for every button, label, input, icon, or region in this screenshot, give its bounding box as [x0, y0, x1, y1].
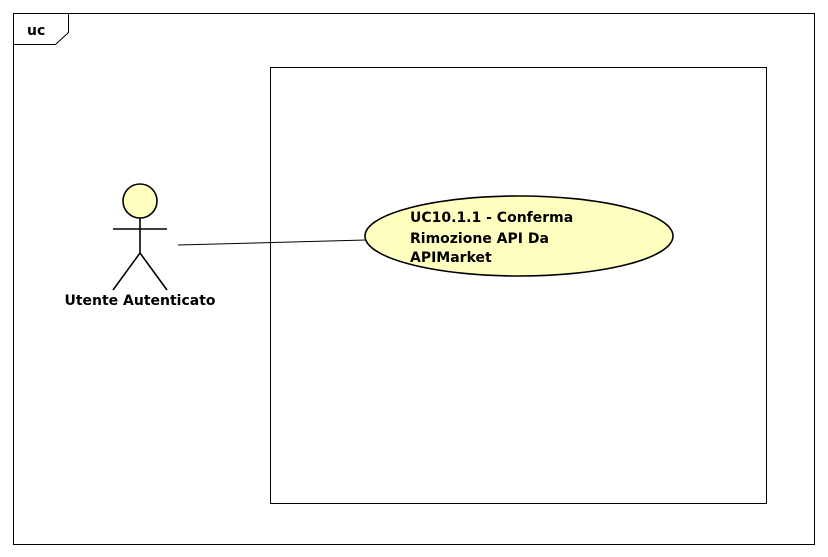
frame-tab — [13, 13, 69, 45]
actor-head — [122, 183, 158, 219]
actor-figure — [112, 183, 168, 291]
actor-label: Utente Autenticato — [64, 293, 215, 309]
use-case-label-line-3: APIMarket — [410, 250, 492, 266]
system-boundary — [270, 67, 767, 504]
use-case-label-line-2: Rimozione API Da — [410, 231, 549, 247]
association-line — [177, 239, 367, 246]
actor-leg-left — [112, 252, 141, 291]
use-case-label-line-1: UC10.1.1 - Conferma — [410, 210, 573, 226]
actor-leg-right — [139, 252, 168, 291]
frame-label: uc — [27, 23, 45, 39]
use-case-label: UC10.1.1 - Conferma Rimozione API Da API… — [410, 210, 578, 266]
use-case-ellipse — [364, 195, 674, 277]
